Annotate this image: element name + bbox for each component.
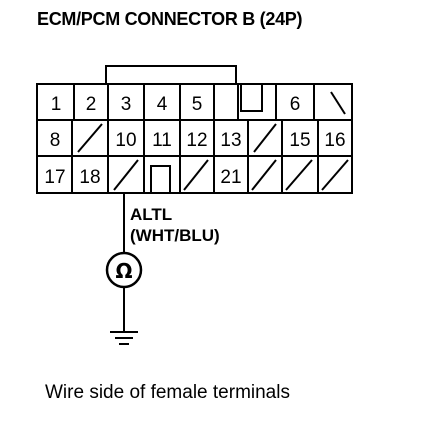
pin-labels: 1 2 3 4 5 6 8 10 11 12 13 15 16 17 18 21 xyxy=(44,94,345,188)
ground-icon xyxy=(110,331,138,345)
alternator-icon: Ω xyxy=(105,251,143,289)
row3-dividers xyxy=(71,156,319,193)
altl-signal-label: ALTL (WHT/BLU) xyxy=(130,204,220,246)
pin-1: 1 xyxy=(51,94,62,115)
pin-16: 16 xyxy=(324,130,345,151)
connector-body xyxy=(36,83,353,194)
pin-12: 12 xyxy=(186,130,207,151)
signal-name: ALTL xyxy=(130,205,173,224)
diagram-caption: Wire side of female terminals xyxy=(45,382,290,403)
row1-dividers xyxy=(73,84,315,120)
pin-2: 2 xyxy=(86,94,97,115)
key-notch xyxy=(240,84,263,112)
pin-15: 15 xyxy=(289,130,310,151)
pin-5: 5 xyxy=(192,94,203,115)
pin-10: 10 xyxy=(115,130,136,151)
row2-dividers xyxy=(71,120,319,156)
pin-21: 21 xyxy=(220,167,241,188)
connector-lock-tab xyxy=(105,65,237,84)
pin-17: 17 xyxy=(44,167,65,188)
pin-13: 13 xyxy=(220,130,241,151)
wire-color: (WHT/BLU) xyxy=(130,226,220,245)
pin-11: 11 xyxy=(152,130,172,151)
pin-4: 4 xyxy=(157,94,168,115)
pin-8: 8 xyxy=(50,130,61,151)
connector-title: ECM/PCM CONNECTOR B (24P) xyxy=(37,9,303,29)
pin-18: 18 xyxy=(79,167,100,188)
pin-6: 6 xyxy=(290,94,301,115)
pin-3: 3 xyxy=(121,94,132,115)
bottom-key-slot xyxy=(150,165,171,193)
svg-text:Ω: Ω xyxy=(115,259,132,283)
